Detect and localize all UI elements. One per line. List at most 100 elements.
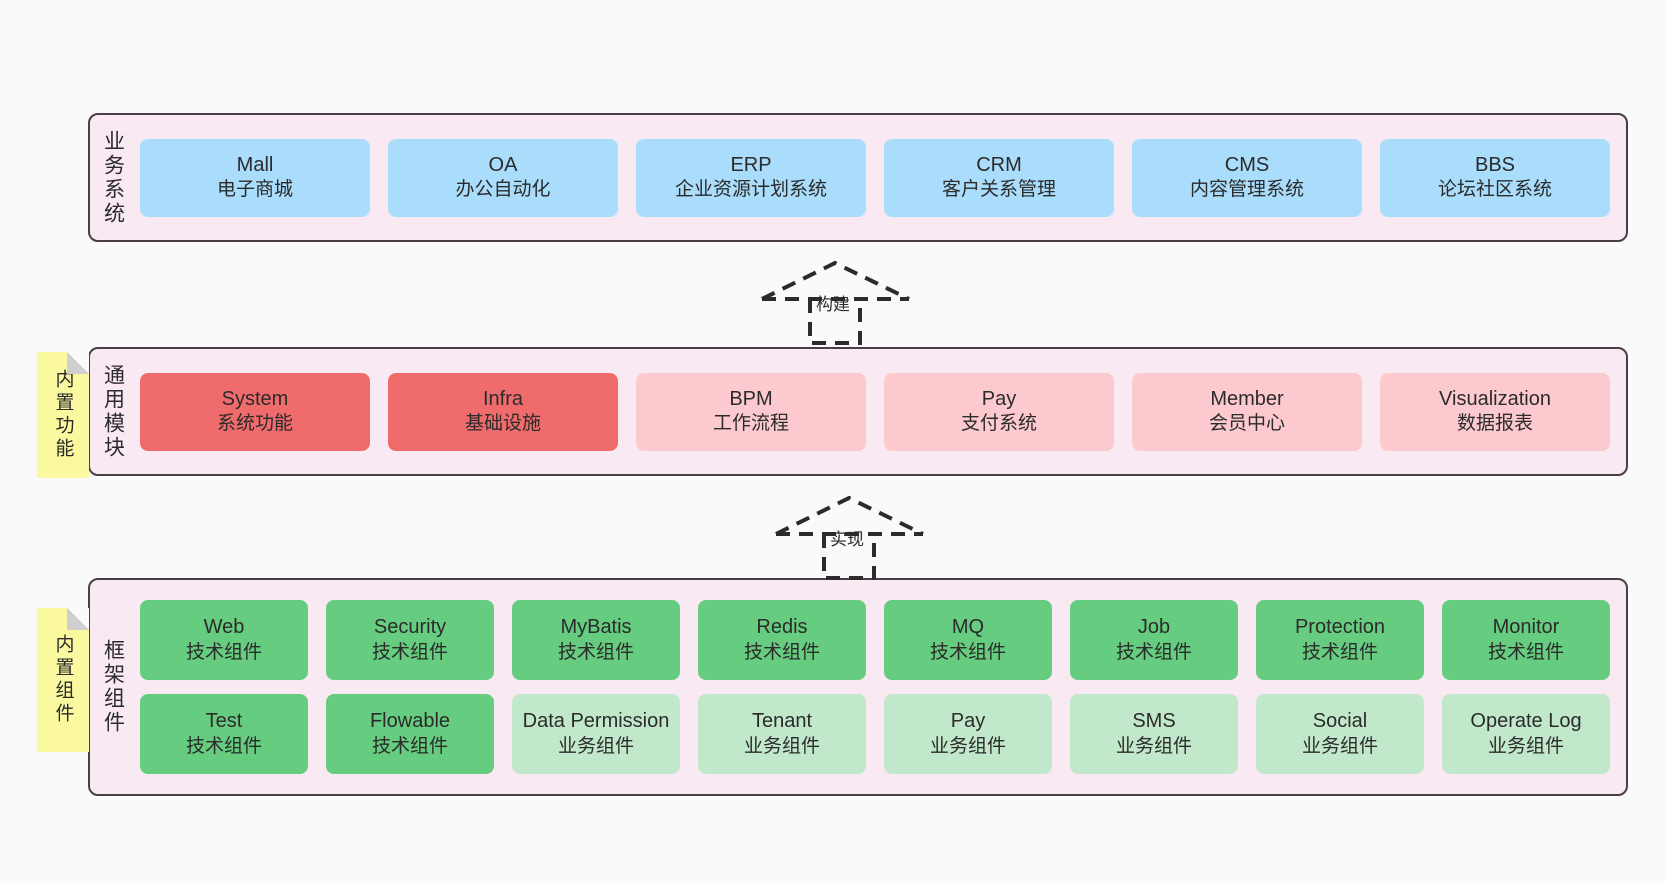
note-text: 内置组件 bbox=[52, 634, 74, 726]
card-subtitle: 基础设施 bbox=[464, 413, 541, 435]
card-title: Test bbox=[205, 710, 243, 733]
card-infra[interactable]: Infra 基础设施 bbox=[388, 372, 618, 451]
card-mybatis[interactable]: MyBatis 技术组件 bbox=[512, 600, 680, 680]
layer-body-business: Mall 电子商城 OA 办公自动化 ERP 企业资源计划系统 CRM 客户关系… bbox=[136, 115, 1626, 240]
card-oa[interactable]: OA 办公自动化 bbox=[388, 138, 618, 217]
card-title: Mall bbox=[236, 153, 274, 176]
card-title: MQ bbox=[951, 616, 985, 639]
card-title: System bbox=[221, 387, 289, 410]
layer-title-business: 业务系统 bbox=[101, 129, 125, 226]
card-bpm[interactable]: BPM 工作流程 bbox=[636, 372, 866, 451]
card-subtitle: 系统功能 bbox=[216, 413, 293, 435]
layer-body-common: System 系统功能 Infra 基础设施 BPM 工作流程 Pay 支付系统… bbox=[136, 349, 1626, 474]
arrow-label-implement: 实现 bbox=[830, 530, 864, 549]
card-web[interactable]: Web 技术组件 bbox=[140, 600, 308, 680]
card-subtitle: 电子商城 bbox=[216, 179, 293, 201]
card-cms[interactable]: CMS 内容管理系统 bbox=[1132, 138, 1362, 217]
card-subtitle: 技术组件 bbox=[185, 641, 262, 663]
arrow-build: 构建 bbox=[748, 253, 923, 345]
card-subtitle: 业务组件 bbox=[557, 735, 634, 757]
card-title: Member bbox=[1210, 387, 1284, 410]
arrow-implement: 实现 bbox=[762, 488, 937, 580]
arrow-label-build: 构建 bbox=[816, 295, 850, 314]
dashed-generalization-arrow-icon bbox=[761, 260, 910, 345]
layer-framework-components: 框架组件 Web 技术组件 Security 技术组件 MyBatis 技术组件… bbox=[88, 578, 1628, 796]
card-row: Web 技术组件 Security 技术组件 MyBatis 技术组件 Redi… bbox=[140, 600, 1610, 680]
card-title: CRM bbox=[976, 153, 1022, 176]
card-erp[interactable]: ERP 企业资源计划系统 bbox=[636, 138, 866, 217]
card-subtitle: 支付系统 bbox=[960, 413, 1037, 435]
card-system[interactable]: System 系统功能 bbox=[140, 372, 370, 451]
card-pay-component[interactable]: Pay 业务组件 bbox=[884, 694, 1052, 774]
card-subtitle: 技术组件 bbox=[371, 735, 448, 757]
card-title: Job bbox=[1137, 616, 1171, 639]
card-pay[interactable]: Pay 支付系统 bbox=[884, 372, 1114, 451]
card-title: Social bbox=[1312, 710, 1368, 733]
card-social[interactable]: Social 业务组件 bbox=[1256, 694, 1424, 774]
card-subtitle: 技术组件 bbox=[557, 641, 634, 663]
card-member[interactable]: Member 会员中心 bbox=[1132, 372, 1362, 451]
card-subtitle: 技术组件 bbox=[371, 641, 448, 663]
card-test[interactable]: Test 技术组件 bbox=[140, 694, 308, 774]
card-title: BPM bbox=[729, 387, 773, 410]
card-title: Monitor bbox=[1492, 616, 1560, 639]
card-subtitle: 技术组件 bbox=[1115, 641, 1192, 663]
card-security[interactable]: Security 技术组件 bbox=[326, 600, 494, 680]
card-operate-log[interactable]: Operate Log 业务组件 bbox=[1442, 694, 1610, 774]
card-visualization[interactable]: Visualization 数据报表 bbox=[1380, 372, 1610, 451]
card-subtitle: 业务组件 bbox=[1301, 735, 1378, 757]
card-title: MyBatis bbox=[560, 616, 632, 639]
card-tenant[interactable]: Tenant 业务组件 bbox=[698, 694, 866, 774]
card-subtitle: 业务组件 bbox=[1115, 735, 1192, 757]
card-subtitle: 技术组件 bbox=[1301, 641, 1378, 663]
note-text: 内置功能 bbox=[52, 369, 74, 461]
card-subtitle: 数据报表 bbox=[1456, 413, 1533, 435]
card-subtitle: 办公自动化 bbox=[455, 179, 551, 201]
card-title: Protection bbox=[1294, 616, 1386, 639]
card-protection[interactable]: Protection 技术组件 bbox=[1256, 600, 1424, 680]
card-bbs[interactable]: BBS 论坛社区系统 bbox=[1380, 138, 1610, 217]
layer-title-framework: 框架组件 bbox=[101, 639, 125, 735]
card-row: Mall 电子商城 OA 办公自动化 ERP 企业资源计划系统 CRM 客户关系… bbox=[140, 138, 1610, 217]
card-title: CMS bbox=[1224, 153, 1270, 176]
card-title: Tenant bbox=[751, 710, 813, 733]
card-subtitle: 客户关系管理 bbox=[941, 179, 1056, 201]
card-crm[interactable]: CRM 客户关系管理 bbox=[884, 138, 1114, 217]
card-monitor[interactable]: Monitor 技术组件 bbox=[1442, 600, 1610, 680]
dashed-generalization-arrow-icon bbox=[775, 495, 924, 580]
card-title: Flowable bbox=[369, 710, 451, 733]
card-title: OA bbox=[488, 153, 518, 176]
card-subtitle: 技术组件 bbox=[929, 641, 1006, 663]
card-job[interactable]: Job 技术组件 bbox=[1070, 600, 1238, 680]
card-mall[interactable]: Mall 电子商城 bbox=[140, 138, 370, 217]
card-subtitle: 业务组件 bbox=[1487, 735, 1564, 757]
card-row: System 系统功能 Infra 基础设施 BPM 工作流程 Pay 支付系统… bbox=[140, 372, 1610, 451]
layer-body-framework: Web 技术组件 Security 技术组件 MyBatis 技术组件 Redi… bbox=[136, 580, 1626, 794]
layer-common-modules: 通用模块 System 系统功能 Infra 基础设施 BPM 工作流程 Pay… bbox=[88, 347, 1628, 476]
card-title: Web bbox=[203, 616, 245, 639]
card-mq[interactable]: MQ 技术组件 bbox=[884, 600, 1052, 680]
card-title: BBS bbox=[1474, 153, 1516, 176]
card-subtitle: 技术组件 bbox=[743, 641, 820, 663]
card-flowable[interactable]: Flowable 技术组件 bbox=[326, 694, 494, 774]
card-title: ERP bbox=[730, 153, 772, 176]
card-title: Security bbox=[373, 616, 447, 639]
card-subtitle: 技术组件 bbox=[185, 735, 262, 757]
card-title: Pay bbox=[981, 387, 1017, 410]
card-subtitle: 企业资源计划系统 bbox=[674, 179, 827, 201]
card-subtitle: 论坛社区系统 bbox=[1437, 179, 1552, 201]
card-title: Pay bbox=[950, 710, 986, 733]
card-subtitle: 内容管理系统 bbox=[1189, 179, 1304, 201]
card-sms[interactable]: SMS 业务组件 bbox=[1070, 694, 1238, 774]
layer-title-common: 通用模块 bbox=[101, 363, 125, 460]
card-subtitle: 业务组件 bbox=[743, 735, 820, 757]
note-builtin-components: 内置组件 bbox=[37, 608, 89, 752]
card-subtitle: 业务组件 bbox=[929, 735, 1006, 757]
card-title: Infra bbox=[482, 387, 524, 410]
card-redis[interactable]: Redis 技术组件 bbox=[698, 600, 866, 680]
card-data-permission[interactable]: Data Permission 业务组件 bbox=[512, 694, 680, 774]
card-title: SMS bbox=[1132, 710, 1176, 733]
card-title: Operate Log bbox=[1470, 710, 1582, 733]
card-subtitle: 工作流程 bbox=[712, 413, 789, 435]
